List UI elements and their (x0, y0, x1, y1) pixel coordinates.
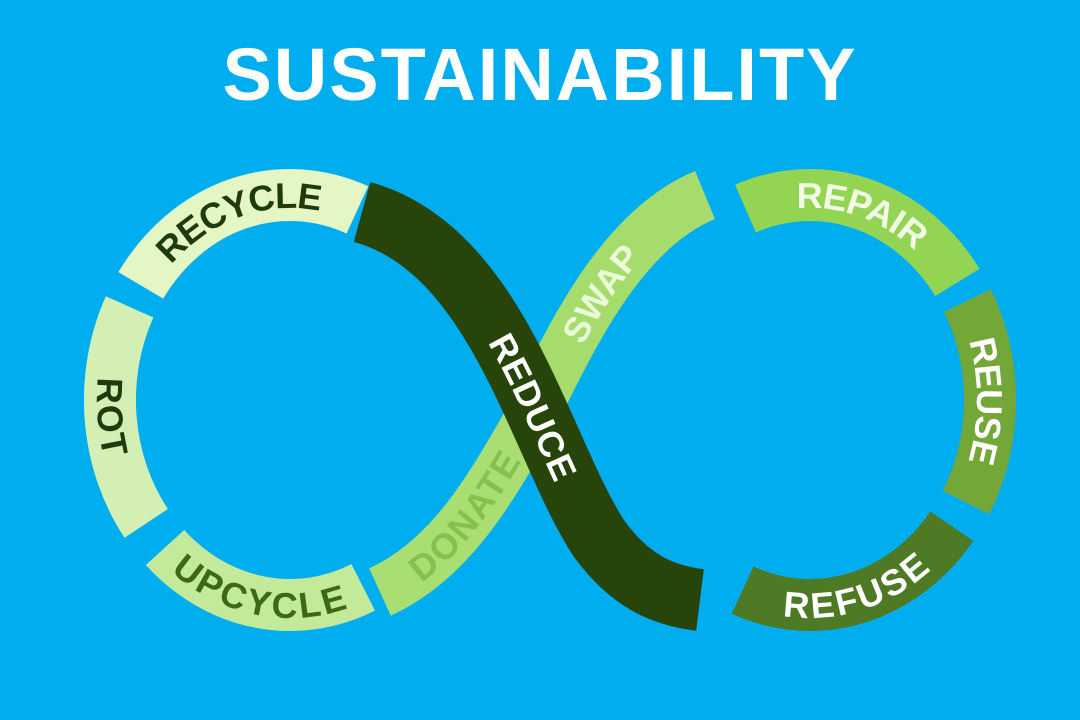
segment-donate: DONATE (368, 407, 553, 616)
rot-label: ROT (89, 377, 137, 460)
reduce-band (352, 182, 705, 631)
refuse-label: REFUSE (782, 543, 937, 626)
repair-band (735, 169, 980, 297)
segment-recycle: RECYCLE (118, 169, 369, 300)
donate-label: DONATE (400, 443, 528, 589)
diagram-title: SUSTAINABILITY (222, 33, 857, 116)
upcycle-band (145, 529, 375, 631)
segment-refuse: REFUSE (731, 511, 974, 631)
segment-rot: ROT (84, 296, 169, 538)
recycle-band (118, 169, 369, 300)
segment-repair: REPAIR (735, 169, 980, 297)
segment-reuse: REUSE (942, 289, 1016, 515)
donate-band (368, 407, 553, 616)
rot-band (84, 296, 169, 538)
reuse-band (942, 289, 1016, 515)
refuse-band (731, 511, 974, 631)
segment-upcycle: UPCYCLE (145, 529, 375, 631)
